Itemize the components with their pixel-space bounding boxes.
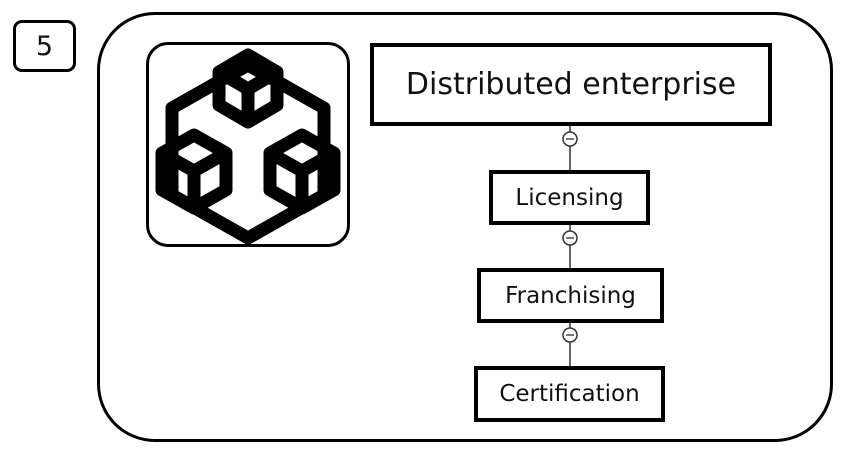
child-node-label: Licensing [515, 184, 624, 211]
root-node: Distributed enterprise [370, 43, 772, 126]
root-node-label: Distributed enterprise [405, 67, 737, 102]
logo-frame [146, 42, 350, 247]
child-node-licensing: Licensing [489, 170, 650, 225]
step-number: 5 [35, 30, 54, 62]
content-panel [97, 12, 833, 442]
collapse-node-1[interactable] [562, 131, 578, 147]
child-node-certification: Certification [474, 366, 665, 422]
child-node-label: Franchising [505, 282, 636, 309]
collapse-node-3[interactable] [562, 327, 578, 343]
collapse-node-2[interactable] [562, 230, 578, 246]
step-number-badge: 5 [13, 20, 76, 72]
child-node-franchising: Franchising [477, 268, 664, 323]
three-cubes-network-icon [155, 48, 341, 244]
child-node-label: Certification [499, 381, 640, 407]
